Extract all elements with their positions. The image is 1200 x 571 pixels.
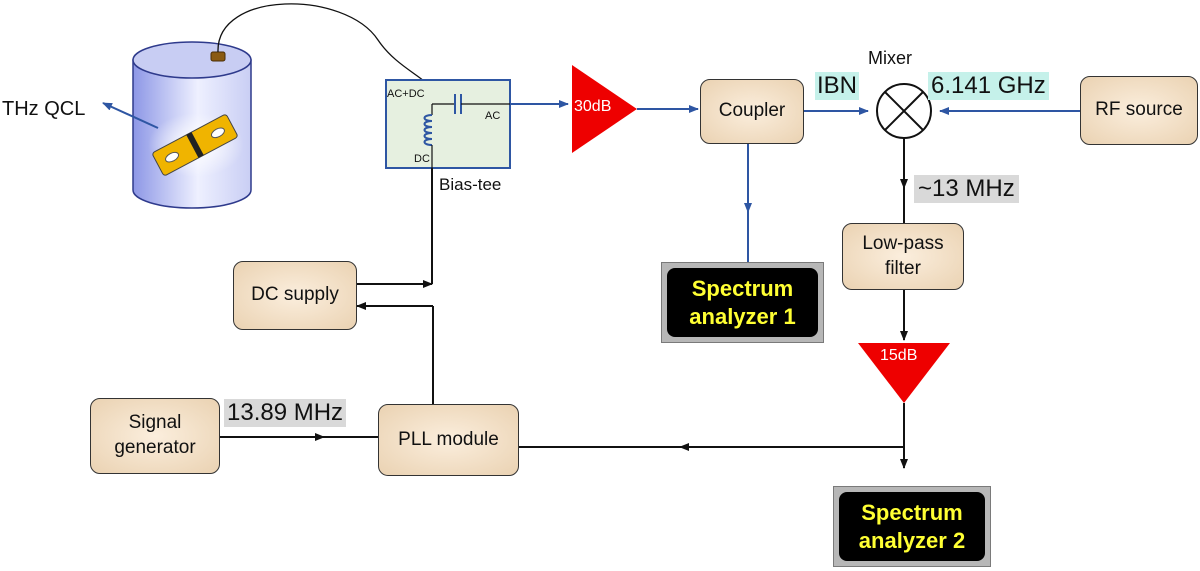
dc-supply-label: DC supply: [251, 284, 339, 306]
spectrum-analyzer-2-screen: Spectrum analyzer 2: [839, 492, 985, 561]
pll-module-block: PLL module: [378, 404, 519, 476]
rf-source-label: RF source: [1095, 99, 1183, 121]
signal-generator-block: Signal generator: [90, 398, 220, 474]
mixer-label: Mixer: [868, 48, 912, 68]
spectrum-analyzer-2-label-line1: Spectrum: [861, 500, 963, 525]
coupler-label: Coupler: [718, 100, 786, 122]
spectrum-analyzer-2: Spectrum analyzer 2: [833, 486, 991, 567]
reference-frequency-label: 13.89 MHz: [224, 399, 347, 427]
low-pass-filter-label-line1: Low-pass: [862, 232, 944, 254]
ibn-label: IBN: [815, 72, 860, 100]
bias-tee-acdc-port: AC+DC: [387, 88, 425, 100]
low-pass-filter-label-line2: filter: [885, 257, 921, 279]
qcl-chip-icon: [152, 114, 238, 176]
spectrum-analyzer-1: Spectrum analyzer 1: [661, 262, 824, 343]
bias-tee-ac-port: AC: [485, 110, 501, 122]
thz-qcl-label: THz QCL: [2, 98, 86, 120]
amplifier-15db-icon: [858, 343, 950, 403]
low-pass-filter-block: Low-pass filter: [842, 223, 964, 290]
if-frequency-label: ~13 MHz: [914, 175, 1019, 203]
amplifier-30db-icon: [572, 65, 637, 153]
spectrum-analyzer-1-label-line2: analyzer 1: [689, 303, 796, 329]
amplifier-15db-label: 15dB: [880, 347, 918, 364]
signal-generator-label-line2: generator: [114, 437, 196, 458]
rf-frequency-label: 6.141 GHz: [928, 72, 1049, 100]
pll-module-label: PLL module: [398, 428, 499, 450]
spectrum-analyzer-2-label-line2: analyzer 2: [858, 527, 966, 553]
mixer-icon: [876, 83, 932, 139]
spectrum-analyzer-1-label-line1: Spectrum: [691, 276, 794, 301]
rf-source-block: RF source: [1080, 76, 1198, 145]
dc-supply-block: DC supply: [233, 261, 357, 330]
bias-tee-box: [385, 79, 511, 169]
bias-tee-dc-port: DC: [414, 153, 430, 165]
amplifier-30db-label: 30dB: [574, 98, 612, 115]
coupler-block: Coupler: [700, 79, 804, 144]
bias-tee-label: Bias-tee: [439, 175, 502, 194]
spectrum-analyzer-1-screen: Spectrum analyzer 1: [667, 268, 818, 337]
signal-generator-label-line1: Signal: [128, 412, 182, 434]
